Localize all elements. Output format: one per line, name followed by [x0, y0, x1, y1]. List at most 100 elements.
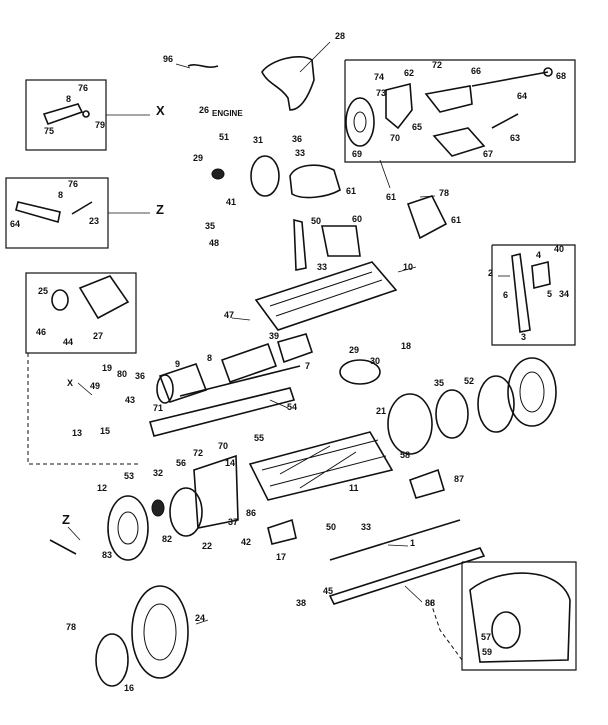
callout-c82: 82 — [162, 534, 172, 544]
callout-c21: 21 — [376, 406, 386, 416]
belt-31 — [250, 155, 280, 197]
sideplate-56 — [193, 454, 239, 529]
callout-c35b: 35 — [434, 378, 444, 388]
tire-24 — [131, 585, 189, 679]
deck-10 — [254, 261, 398, 331]
bracket-67 — [432, 127, 486, 157]
callout-c53: 53 — [124, 471, 134, 481]
callout-c59: 59 — [482, 647, 492, 657]
callout-c83: 83 — [102, 550, 112, 560]
guard-87 — [408, 468, 445, 499]
callout-c35: 35 — [205, 221, 215, 231]
callout-c12: 12 — [97, 483, 107, 493]
callout-c69: 69 — [352, 149, 362, 159]
callout-c50b: 50 — [326, 522, 336, 532]
handle-bar-z — [15, 201, 61, 224]
hubcap-16 — [95, 633, 129, 687]
callout-c63: 63 — [510, 133, 520, 143]
inset-box-sideplate — [461, 561, 577, 671]
callout-c32: 32 — [153, 468, 163, 478]
cover-part — [261, 56, 315, 111]
callout-c3: 3 — [521, 332, 526, 342]
inset-box-z — [5, 177, 109, 249]
callout-c60: 60 — [352, 214, 362, 224]
callout-c1: 1 — [410, 538, 415, 548]
callout-c46: 46 — [36, 327, 46, 337]
callout-c76a: 76 — [78, 83, 88, 93]
callout-c68a: 68 — [556, 71, 566, 81]
callout-c33c: 33 — [361, 522, 371, 532]
bracket-27 — [78, 275, 130, 320]
callout-c72b: 72 — [193, 448, 203, 458]
callout-c25: 25 — [38, 286, 48, 296]
tire-right — [507, 357, 557, 427]
callout-c73: 73 — [376, 88, 386, 98]
callout-c75: 75 — [44, 126, 54, 136]
callout-c42: 42 — [241, 537, 251, 547]
inset-box-bracket — [491, 244, 576, 346]
callout-c57: 57 — [481, 632, 491, 642]
callout-c31: 31 — [253, 135, 263, 145]
callout-c15: 15 — [100, 426, 110, 436]
callout-c78a: 78 — [439, 188, 449, 198]
callout-c27: 27 — [93, 331, 103, 341]
shaft-68 — [471, 71, 549, 87]
callout-c55: 55 — [254, 433, 264, 443]
callout-c18: 18 — [401, 341, 411, 351]
callout-c2: 2 — [488, 268, 493, 278]
callout-c67: 67 — [483, 149, 493, 159]
callout-c43: 43 — [125, 395, 135, 405]
callout-c88: 88 — [425, 598, 435, 608]
bracket-50 — [293, 218, 307, 271]
callout-c70a: 70 — [390, 133, 400, 143]
callout-c9: 9 — [175, 359, 180, 369]
bracket-66 — [424, 85, 473, 113]
callout-c28a: 28 — [335, 31, 345, 41]
callout-Z2: Z — [62, 512, 70, 527]
clip-part — [187, 64, 219, 68]
callout-c65: 65 — [412, 122, 422, 132]
callout-c14: 14 — [225, 458, 235, 468]
roller-9 — [158, 362, 208, 404]
crossbar-54 — [149, 387, 296, 437]
sideplate-right — [469, 572, 571, 663]
callout-c49: 49 — [90, 381, 100, 391]
callout-Z1: Z — [156, 202, 164, 217]
pulley-52 — [435, 389, 469, 439]
callout-c44: 44 — [63, 337, 73, 347]
callout-c87: 87 — [454, 474, 464, 484]
callout-c54: 54 — [287, 402, 297, 412]
gear-22 — [169, 487, 203, 537]
sideplate-12 — [107, 495, 149, 561]
dashed-leader-roller — [27, 353, 140, 465]
callout-c45: 45 — [323, 586, 333, 596]
callout-c62: 62 — [404, 68, 414, 78]
handle-bar-x — [42, 103, 84, 126]
callout-c33a: 33 — [295, 148, 305, 158]
callout-c17: 17 — [276, 552, 286, 562]
bracket-17 — [267, 518, 297, 545]
callout-c13: 13 — [72, 428, 82, 438]
callout-c29b: 29 — [349, 345, 359, 355]
bearing-25 — [51, 289, 69, 311]
callout-c10: 10 — [403, 262, 413, 272]
callout-c50a: 50 — [311, 216, 321, 226]
handle-z-lower — [49, 539, 77, 555]
callout-c16: 16 — [124, 683, 134, 693]
callout-c8b: 8 — [58, 190, 63, 200]
shaft-63 — [491, 113, 519, 129]
callout-c39: 39 — [269, 331, 279, 341]
gear-21 — [387, 393, 433, 455]
callout-cX2: X — [67, 378, 73, 388]
callout-c47: 47 — [224, 310, 234, 320]
callout-c61c: 61 — [451, 215, 461, 225]
bracket-65 — [385, 82, 413, 130]
callout-c80: 80 — [117, 369, 127, 379]
callout-c37: 37 — [228, 517, 238, 527]
reel-11 — [248, 431, 394, 501]
inset-box-x — [25, 79, 107, 151]
pulley-61 — [289, 164, 341, 199]
parts — [15, 56, 571, 687]
